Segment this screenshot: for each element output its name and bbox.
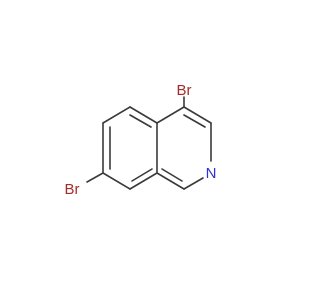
bond-group: [86, 96, 212, 190]
bond-c4-c3-inner: [183, 114, 206, 128]
bond-c7-br: [86, 172, 104, 183]
bond-c8-c8a: [129, 172, 158, 190]
bond-c1-c8a: [156, 172, 185, 190]
bond-c4-c4a: [156, 106, 185, 124]
bond-n2-c1: [183, 177, 204, 190]
bond-c4a-c5-inner: [129, 114, 152, 128]
bond-c4-c3: [183, 106, 212, 124]
bond-c7-c8: [102, 172, 131, 190]
atom-label-nitrogen: N: [206, 165, 217, 182]
atom-label-br-top: Br: [177, 82, 192, 99]
atom-label-group: Br Br N: [65, 82, 217, 198]
bond-c4a-c5: [129, 106, 158, 124]
bond-c8-c8a-inner: [131, 168, 153, 182]
atom-label-br-left: Br: [65, 181, 80, 198]
bond-c5-c6: [102, 106, 131, 124]
molecule-structure-diagram: Br Br N: [65, 82, 217, 198]
bond-c1-c8a-inner: [161, 168, 183, 182]
